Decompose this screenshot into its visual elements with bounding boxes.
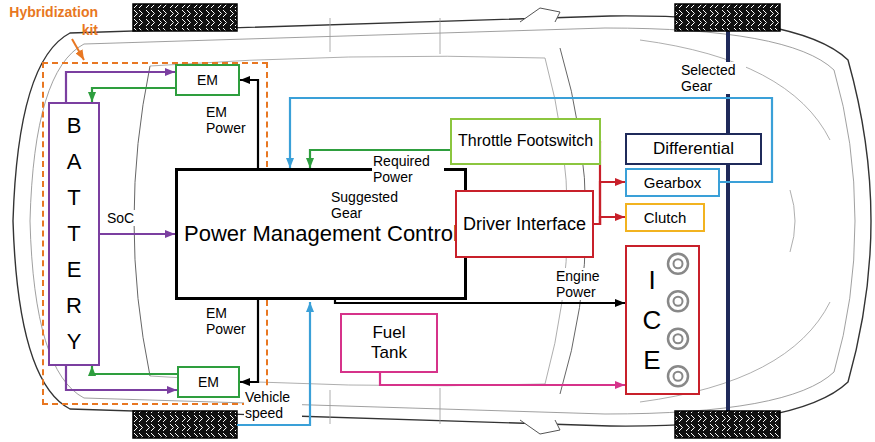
- engine-box: I C E: [625, 245, 700, 395]
- edge-label: Required Power: [372, 153, 444, 185]
- wheel: [133, 4, 237, 31]
- node-text: Power Management Control: [184, 221, 458, 246]
- connector-arrow: [66, 366, 177, 390]
- connector-arrow: [66, 72, 175, 102]
- edge-label: EM Power: [205, 305, 255, 337]
- car-body: [13, 16, 871, 426]
- connector-arrow: [594, 182, 625, 224]
- cylinder-symbol: [674, 259, 683, 268]
- connector-arrow: [594, 217, 625, 224]
- node-text: EM: [198, 374, 219, 390]
- kit-label: Hybridization kit: [2, 3, 98, 39]
- connector-arrow: [92, 366, 177, 374]
- cylinder-symbol: [674, 334, 683, 343]
- cylinder-symbol: [674, 372, 683, 381]
- fuel-tank-box: Fuel Tank: [340, 313, 438, 373]
- kit-leader-arrow: [72, 39, 84, 60]
- throttle-box: Throttle Footswitch: [450, 118, 601, 165]
- motor-box: EM: [177, 366, 240, 398]
- edge-label: Selected Gear: [680, 62, 746, 94]
- node-text: Differential: [653, 139, 734, 159]
- cylinder-symbol: [668, 329, 688, 349]
- clutch-box: Clutch: [625, 203, 705, 232]
- cylinder-symbol: [668, 254, 688, 274]
- wheel: [675, 411, 780, 438]
- node-text: I C E: [639, 260, 665, 380]
- node-text: Clutch: [644, 209, 687, 226]
- cylinder-symbol: [668, 366, 688, 386]
- connector-arrow: [100, 233, 175, 235]
- battery-box: B A T T E R Y: [48, 102, 100, 366]
- node-text: Throttle Footswitch: [458, 132, 593, 150]
- motor-box: EM: [175, 64, 240, 96]
- edge-label: Engine Power: [555, 268, 611, 300]
- node-text: EM: [197, 72, 218, 88]
- gearbox-box: Gearbox: [625, 168, 720, 197]
- edge-label: Suggested Gear: [330, 189, 408, 221]
- node-text: Gearbox: [644, 174, 702, 191]
- car-body-inner: [30, 28, 855, 414]
- controller-box: Power Management Control: [175, 168, 467, 300]
- node-text: Driver Interface: [463, 214, 586, 235]
- node-text: Fuel Tank: [359, 323, 419, 362]
- edge-label: EM Power: [205, 104, 255, 136]
- driver-interface-box: Driver Interface: [455, 190, 594, 258]
- cylinder-symbol: [674, 297, 683, 306]
- connector-arrow: [380, 373, 625, 385]
- connector-arrow: [92, 88, 175, 102]
- cylinder-symbol: [668, 291, 688, 311]
- wheel: [133, 411, 237, 438]
- edge-label: SoC: [106, 210, 148, 226]
- differential-box: Differential: [625, 133, 762, 165]
- signal-label: Vehicle speed: [244, 389, 302, 421]
- wheel: [675, 4, 780, 31]
- node-text: B A T T E R Y: [63, 108, 85, 360]
